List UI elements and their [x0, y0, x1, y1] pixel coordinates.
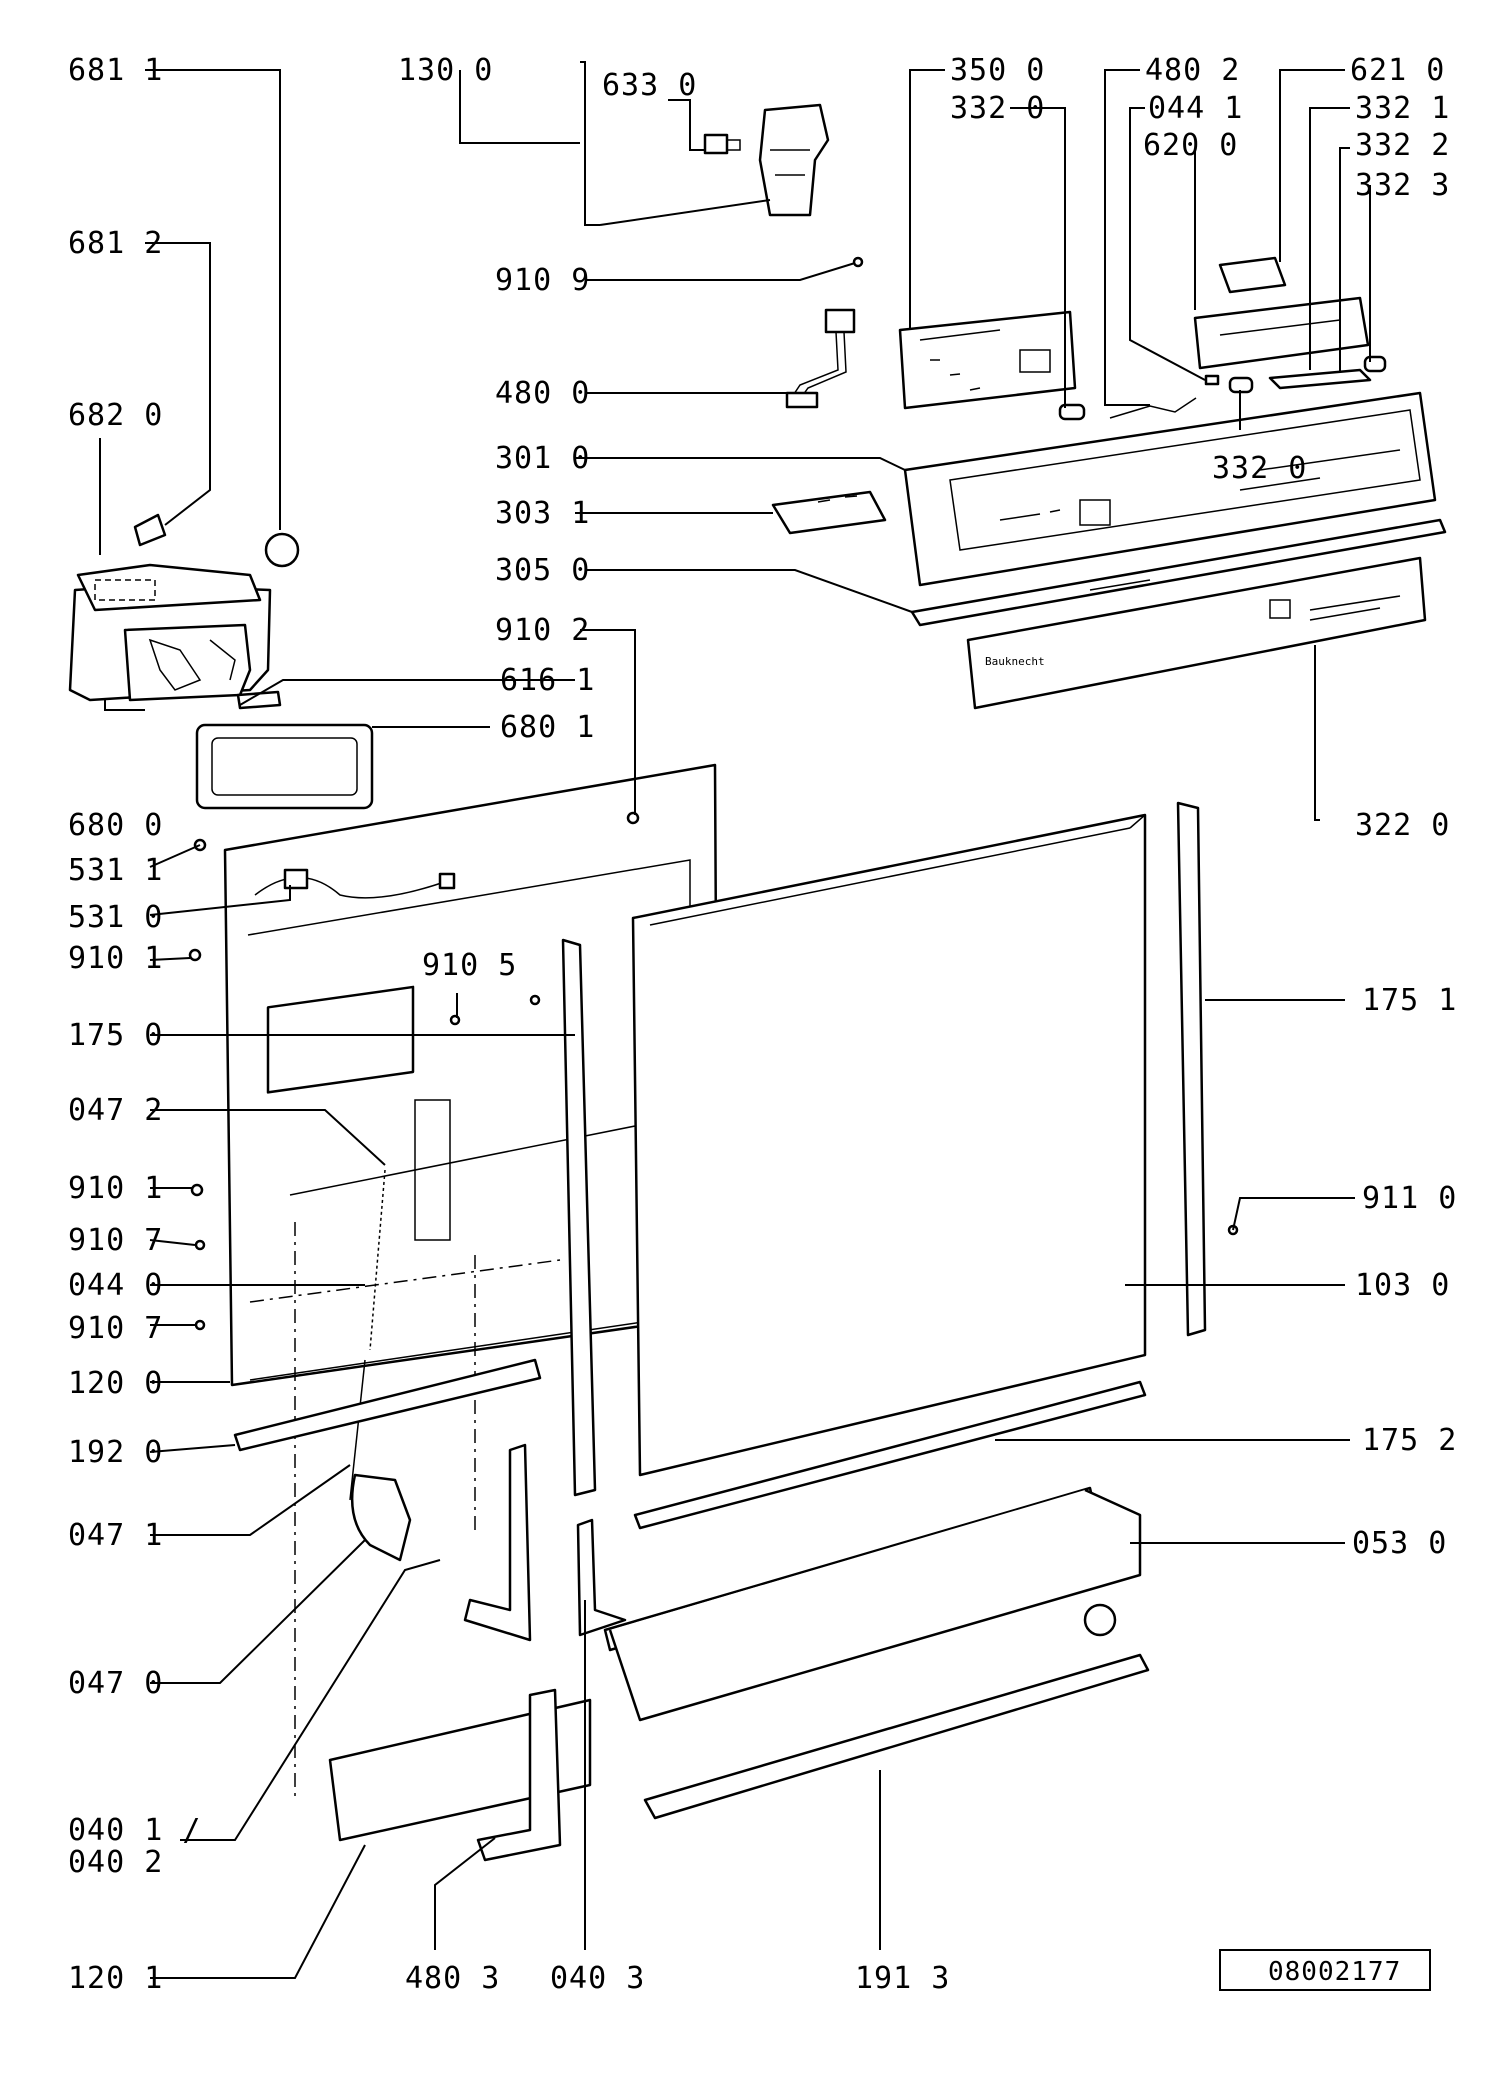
label-4802: 480 2: [1145, 53, 1240, 88]
label-6801: 680 1: [500, 710, 595, 745]
inner-window-frame: [266, 985, 415, 1094]
label-3500: 350 0: [950, 53, 1045, 88]
label-6161: 616 1: [500, 663, 595, 698]
label-9101-b: 910 1: [68, 1171, 163, 1206]
panel-cover: [771, 490, 887, 535]
latch-assembly: [703, 103, 830, 217]
label-9109: 910 9: [495, 263, 590, 298]
dispenser-assembly: [68, 513, 300, 710]
label-3320-top: 332 0: [950, 91, 1045, 126]
door-side-strip-left: [561, 938, 597, 1497]
label-1200: 120 0: [68, 1366, 163, 1401]
label-9107-a: 910 7: [68, 1223, 163, 1258]
label-0471: 047 1: [68, 1518, 163, 1553]
label-0441: 044 1: [1148, 91, 1243, 126]
panel-frame: [910, 518, 1447, 627]
label-3321: 332 1: [1355, 91, 1450, 126]
label-9102: 910 2: [495, 613, 590, 648]
label-1751: 175 1: [1362, 983, 1457, 1018]
label-6811: 681 1: [68, 53, 163, 88]
label-4803: 480 3: [405, 1961, 500, 1996]
label-5310: 531 0: [68, 900, 163, 935]
label-1300: 130 0: [398, 53, 493, 88]
program-selector-board: [1109, 256, 1387, 419]
diagram-code-box: [1219, 1949, 1431, 1991]
label-1030: 103 0: [1355, 1268, 1450, 1303]
screws: [188, 256, 1239, 1331]
label-9107-b: 910 7: [68, 1311, 163, 1346]
label-3031: 303 1: [495, 496, 590, 531]
outer-door-panel: [631, 813, 1147, 1477]
diagram-code: 08002177: [1268, 1957, 1401, 1987]
label-6200: 620 0: [1143, 128, 1238, 163]
facia-panel: Bauknecht: [966, 556, 1427, 710]
label-3323: 332 3: [1355, 168, 1450, 203]
brand-logo-text: Bauknecht: [985, 655, 1045, 668]
label-0402: 040 2: [68, 1845, 163, 1880]
bottom-strips: [233, 1358, 1150, 1862]
label-9101-a: 910 1: [68, 941, 163, 976]
wire-harness: [785, 308, 856, 409]
label-1201: 120 1: [68, 1961, 163, 1996]
door-side-strip-right: [1176, 801, 1207, 1337]
label-3322: 332 2: [1355, 128, 1450, 163]
label-0472: 047 2: [68, 1093, 163, 1128]
label-6330: 633 0: [602, 68, 697, 103]
label-6820: 682 0: [68, 398, 163, 433]
label-9105: 910 5: [422, 948, 517, 983]
control-panel: [903, 391, 1437, 587]
label-4800: 480 0: [495, 376, 590, 411]
label-3220: 322 0: [1355, 808, 1450, 843]
seal-frame: [195, 723, 374, 810]
label-0530: 053 0: [1352, 1526, 1447, 1561]
label-6812: 681 2: [68, 226, 163, 261]
label-1752: 175 2: [1362, 1423, 1457, 1458]
part-labels: 681 1 130 0 633 0 350 0 332 0 480 2 044 …: [68, 53, 1457, 1996]
label-9110: 911 0: [1362, 1181, 1457, 1216]
label-1750: 175 0: [68, 1018, 163, 1053]
label-5311: 531 1: [68, 853, 163, 888]
label-6800: 680 0: [68, 808, 163, 843]
leader-lines: [99, 61, 1371, 1979]
label-0403: 040 3: [550, 1961, 645, 1996]
label-0401: 040 1 /: [68, 1813, 201, 1848]
control-board: [898, 310, 1086, 421]
hinge-spring: [349, 1169, 386, 1501]
label-1920: 192 0: [68, 1435, 163, 1470]
label-1913: 191 3: [855, 1961, 950, 1996]
label-0470: 047 0: [68, 1666, 163, 1701]
label-3320-mid: 332 0: [1212, 451, 1307, 486]
label-3050: 305 0: [495, 553, 590, 588]
label-0440: 044 0: [68, 1268, 163, 1303]
label-6210: 621 0: [1350, 53, 1445, 88]
label-3010: 301 0: [495, 441, 590, 476]
